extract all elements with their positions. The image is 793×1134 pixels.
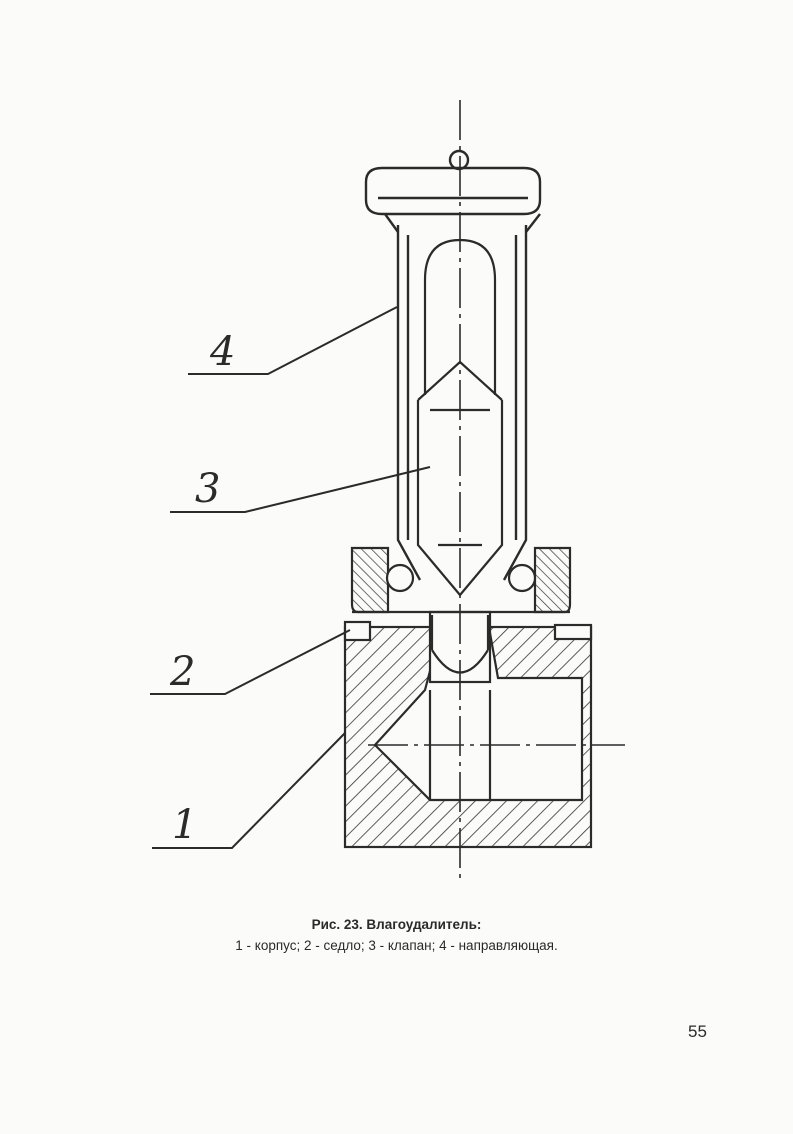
seat-part-2: [350, 546, 572, 614]
callout-2: 2: [169, 649, 195, 695]
figure-caption-title: Рис. 23. Влагоудалитель:: [311, 917, 482, 932]
callout-1: 1: [172, 802, 197, 848]
callout-3: 3: [195, 466, 220, 512]
callout-4: 4: [209, 329, 235, 375]
centerlines: [368, 100, 625, 880]
figure-caption-legend: 1 - корпус; 2 - седло; 3 - клапан; 4 - н…: [235, 938, 558, 953]
body-part-1: [343, 610, 593, 849]
page-number: 55: [688, 1022, 707, 1041]
guide-part-4: [364, 149, 542, 581]
leader-lines: [150, 306, 431, 849]
